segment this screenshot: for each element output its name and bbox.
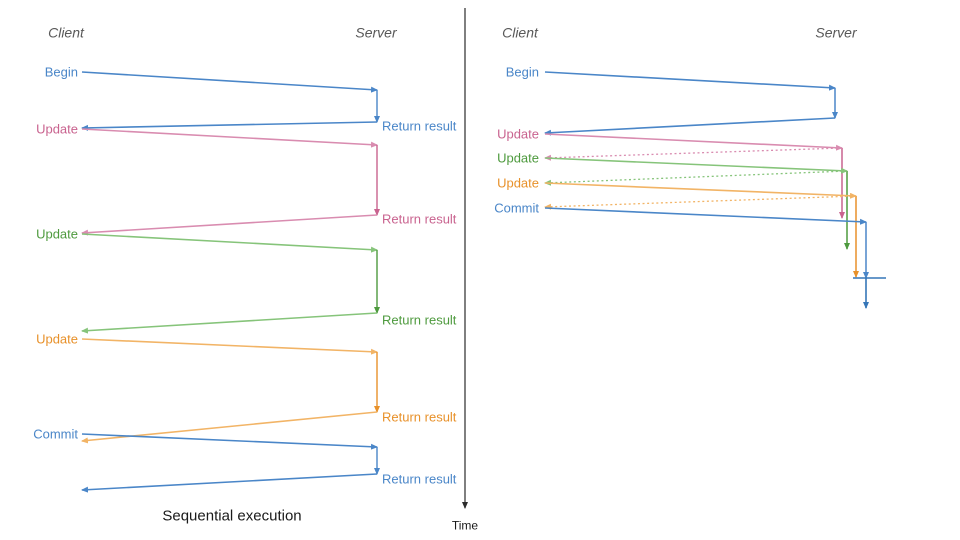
left-reply-label-1: Return result [382, 211, 457, 227]
left-reply-1 [81, 214, 378, 236]
left-request-3 [81, 338, 378, 355]
left-reply-label-0: Return result [382, 118, 457, 134]
left-message-label-1: Update [36, 121, 78, 137]
time-axis-label: Time [451, 518, 479, 533]
left-reply-label-4: Return result [382, 471, 457, 487]
right-reply-0 [544, 117, 836, 136]
right-message-label-1: Update [497, 126, 539, 142]
left-message-label-4: Commit [33, 426, 78, 442]
left-reply-label-3: Return result [382, 409, 457, 425]
left-reply-0 [81, 121, 378, 131]
right-ack-3 [544, 195, 857, 210]
left-reply-label-2: Return result [382, 312, 457, 328]
right-request-4 [544, 207, 867, 225]
right-request-1 [544, 133, 843, 151]
right-request-2 [544, 157, 848, 174]
left-server-header: Server [355, 24, 397, 41]
right-message-label-4: Commit [494, 200, 539, 216]
left-message-label-0: Begin [44, 64, 78, 80]
right-request-3 [544, 182, 857, 199]
left-message-label-3: Update [36, 331, 78, 347]
right-ack-1 [544, 147, 843, 161]
left-request-1 [81, 128, 378, 148]
left-caption: Sequential execution [162, 507, 302, 525]
right-message-label-0: Begin [505, 64, 539, 80]
right-server-header: Server [815, 24, 857, 41]
left-request-4 [81, 433, 378, 450]
left-request-0 [81, 71, 378, 93]
left-message-label-2: Update [36, 226, 78, 242]
right-client-header: Client [502, 24, 538, 41]
right-message-label-2: Update [497, 150, 539, 166]
right-request-0 [544, 71, 836, 91]
left-reply-2 [81, 312, 378, 334]
right-message-label-3: Update [497, 175, 539, 191]
left-request-2 [81, 233, 378, 253]
left-client-header: Client [48, 24, 84, 41]
right-ack-2 [544, 170, 848, 186]
left-reply-4 [81, 473, 378, 493]
